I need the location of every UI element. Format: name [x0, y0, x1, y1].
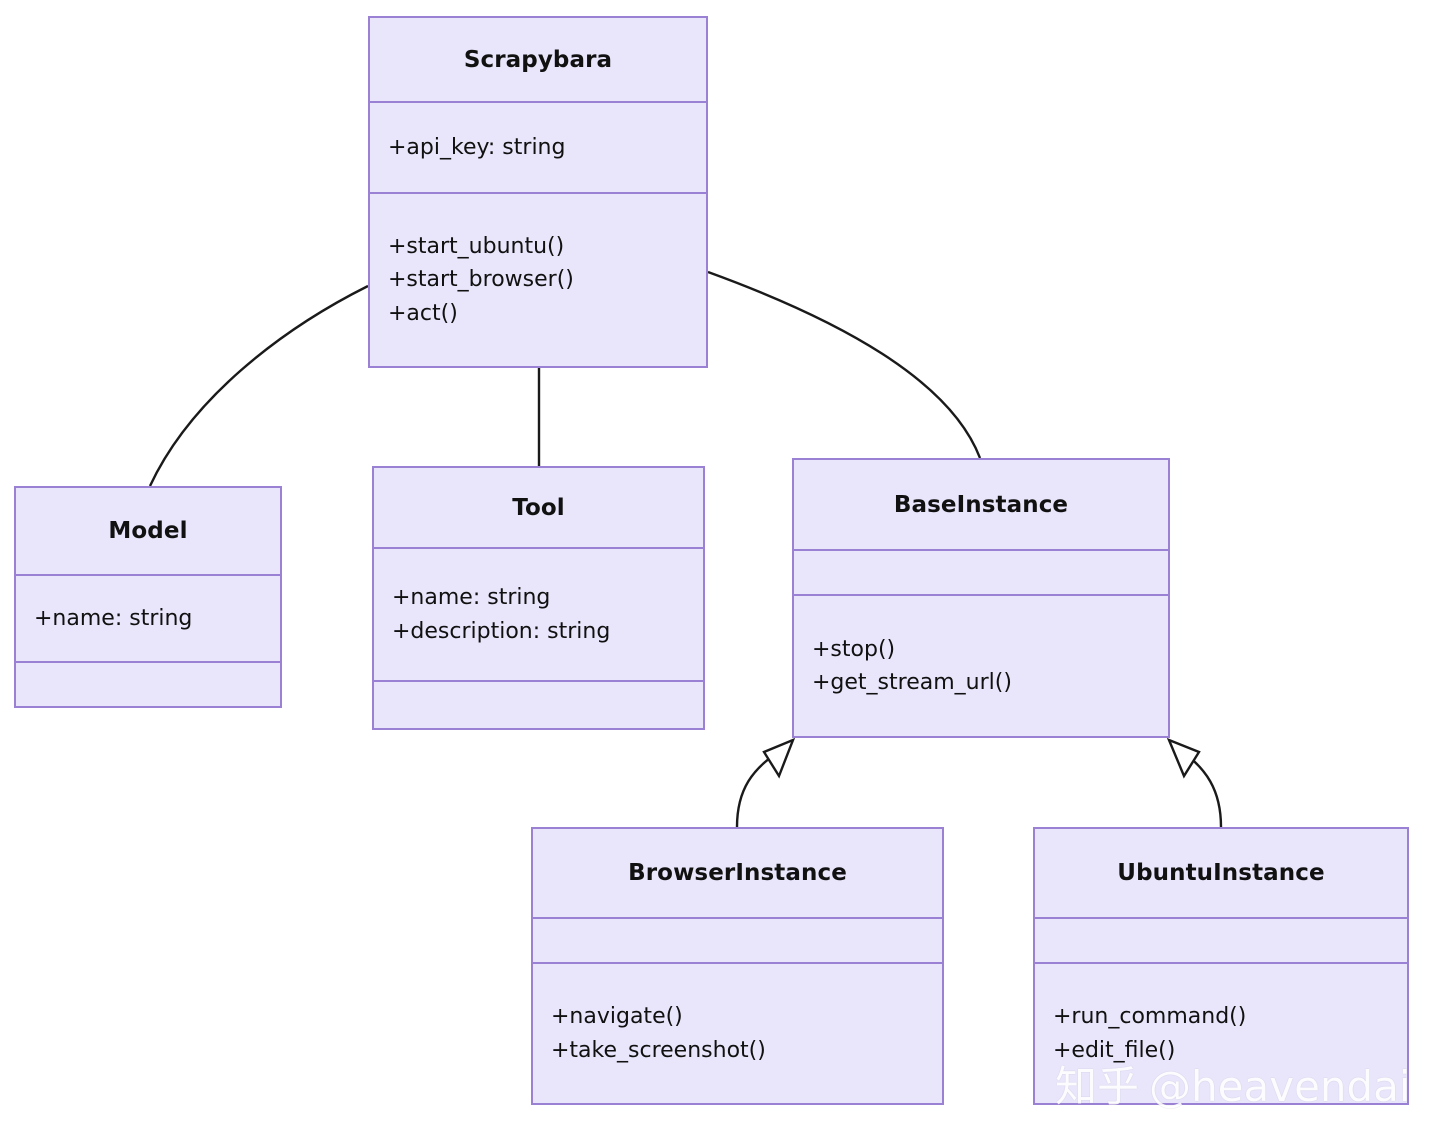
class-box-browserinstance[interactable]: BrowserInstance +navigate() +take_screen…	[531, 827, 944, 1105]
inheritance-triangle-browserinstance	[762, 737, 796, 779]
method-item: +start_browser()	[388, 267, 574, 293]
class-box-scrapybara[interactable]: Scrapybara +api_key: string +start_ubunt…	[368, 16, 708, 368]
inheritance-triangle-ubuntuinstance	[1166, 737, 1201, 779]
class-title-tool: Tool	[512, 494, 565, 521]
edge-browserinstance-baseinstance	[735, 747, 784, 828]
edge-scrapybara-baseinstance	[707, 270, 982, 459]
attribute-item: +name: string	[392, 585, 551, 611]
method-item: +act()	[388, 300, 458, 326]
method-item: +start_ubuntu()	[388, 234, 565, 260]
class-box-baseinstance[interactable]: BaseInstance +stop() +get_stream_url()	[792, 458, 1170, 738]
attribute-item: +name: string	[34, 605, 193, 631]
class-attributes-model: +name: string	[16, 574, 280, 661]
class-methods-model	[16, 661, 280, 706]
class-title-browserinstance: BrowserInstance	[628, 860, 847, 886]
class-attributes-baseinstance	[794, 549, 1168, 594]
edge-scrapybara-model	[148, 284, 369, 487]
edge-ubuntuinstance-baseinstance	[1179, 749, 1223, 828]
class-attributes-scrapybara: +api_key: string	[370, 101, 706, 192]
class-title-scrapybara: Scrapybara	[463, 46, 613, 73]
method-item: +get_stream_url()	[812, 670, 1012, 695]
class-methods-tool	[374, 680, 703, 728]
class-attributes-ubuntuinstance	[1035, 917, 1407, 962]
attribute-item: +api_key: string	[388, 134, 566, 160]
method-item: +stop()	[812, 636, 896, 662]
method-item: +run_command()	[1053, 1004, 1247, 1030]
class-methods-baseinstance: +stop() +get_stream_url()	[794, 594, 1168, 736]
attribute-item: +description: string	[392, 618, 611, 644]
class-title-ubuntuinstance: UbuntuInstance	[1117, 860, 1325, 886]
method-item: +navigate()	[551, 1004, 683, 1030]
class-methods-ubuntuinstance: +run_command() +edit_file()	[1035, 962, 1407, 1103]
class-attributes-browserinstance	[533, 917, 942, 962]
class-title-model: Model	[108, 518, 188, 544]
class-box-tool[interactable]: Tool +name: string +description: string	[372, 466, 705, 730]
class-methods-scrapybara: +start_ubuntu() +start_browser() +act()	[370, 192, 706, 366]
class-box-model[interactable]: Model +name: string	[14, 486, 282, 708]
method-item: +edit_file()	[1053, 1037, 1176, 1063]
class-attributes-tool: +name: string +description: string	[374, 547, 703, 680]
class-title-baseinstance: BaseInstance	[893, 491, 1069, 518]
class-methods-browserinstance: +navigate() +take_screenshot()	[533, 962, 942, 1103]
method-item: +take_screenshot()	[551, 1037, 766, 1063]
class-box-ubuntuinstance[interactable]: UbuntuInstance +run_command() +edit_file…	[1033, 827, 1409, 1105]
